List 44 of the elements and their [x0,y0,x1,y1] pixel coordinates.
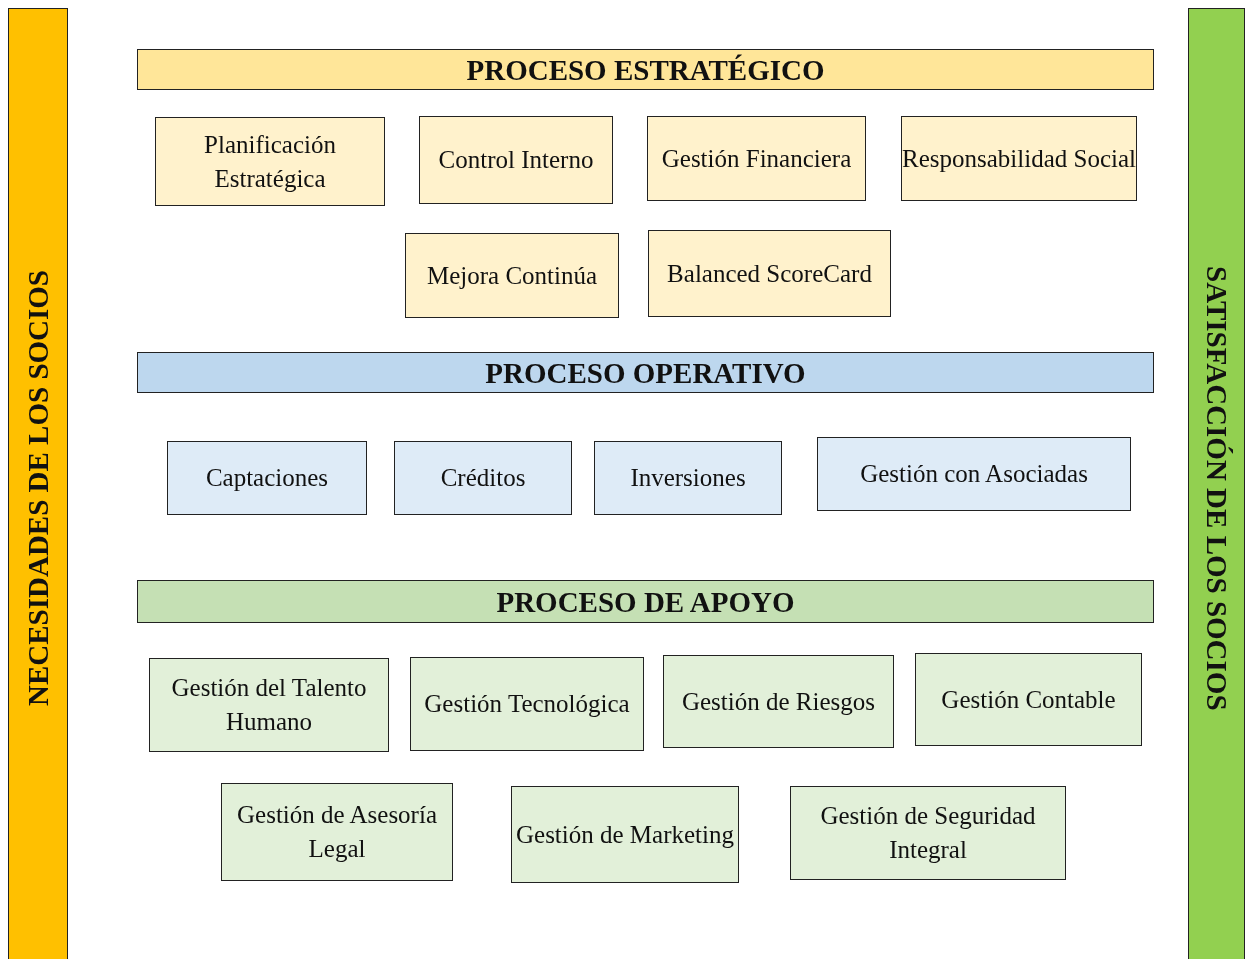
section-header-band [137,580,1154,623]
process-label: Gestión de Seguridad Integral [819,801,1037,865]
process-label: Créditos [440,463,526,493]
process-box [405,233,619,318]
process-box [901,116,1137,201]
process-label: Gestión Contable [941,684,1116,715]
process-label: Control Interno [438,145,594,175]
process-label: Inversiones [630,463,746,493]
band-label: SATISFACCIÓN DE LOS SOCIOS [1199,265,1234,711]
section-title: PROCESO OPERATIVO [485,355,806,390]
process-label: Gestión con Asociadas [860,459,1088,489]
process-label: Mejora Continúa [426,260,598,291]
process-box [790,786,1066,880]
process-label: Gestión de Asesoría Legal [236,800,438,864]
process-box [817,437,1131,511]
process-label: Gestión Tecnológica [424,689,630,719]
process-box [394,441,572,515]
process-box [648,230,891,317]
section-header-band [137,352,1154,393]
process-box [647,116,866,201]
section-title: PROCESO ESTRATÉGICO [466,52,825,87]
process-box [915,653,1142,746]
process-label: Gestión de Riesgos [681,686,875,717]
side-band [8,8,68,959]
process-box [410,657,644,751]
process-box [419,116,613,204]
process-label: Gestión del Talento Humano [170,673,368,737]
process-box [594,441,782,515]
process-box [155,117,385,206]
band-label: NECESIDADES DE LOS SOCIOS [21,270,55,706]
process-label: Balanced ScoreCard [667,258,872,289]
process-box [167,441,367,515]
process-box [511,786,739,883]
process-label: Responsabilidad Social [902,143,1136,174]
process-box [149,658,389,752]
process-label: Gestión Financiera [661,143,852,174]
process-box [663,655,894,748]
side-band [1188,8,1245,959]
process-label: Captaciones [205,463,329,493]
section-header-band [137,49,1154,90]
process-label: Planificación Estratégica [203,129,337,194]
process-label: Gestión de Marketing [516,819,734,850]
section-title: PROCESO DE APOYO [496,584,795,619]
process-box [221,783,453,881]
